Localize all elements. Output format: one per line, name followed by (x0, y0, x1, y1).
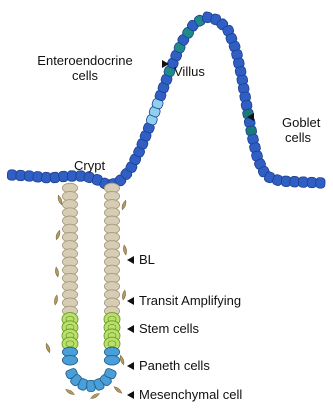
villus-cell (33, 171, 43, 182)
villus-cell (316, 177, 326, 188)
mesenchymal-cell-icon (65, 388, 75, 396)
paneth-cells-label: Paneth cells (139, 358, 210, 373)
mesenchymal-cell-icon (55, 267, 60, 277)
mesenchymal-cell-pointer-icon (127, 391, 134, 399)
villus-label: Villus (174, 64, 205, 79)
villus-cell (7, 170, 17, 181)
paneth-cell (62, 355, 77, 365)
mesenchymal-cell-icon (55, 230, 61, 240)
label-pointers (127, 60, 254, 399)
villus-cell (298, 177, 308, 188)
villus-cell (24, 171, 34, 182)
stem-cells-label: Stem cells (139, 321, 199, 336)
goblet-label: Goblet (282, 115, 321, 130)
mesenchymal-cell-icon (113, 386, 123, 395)
mesenchymal-cell-icon (123, 245, 128, 255)
mesenchymal-cell-icon (54, 295, 59, 305)
bl-label: BL (139, 252, 155, 267)
villus-cell (307, 177, 317, 188)
villus-cell (290, 176, 300, 187)
paneth-cell (104, 355, 119, 365)
transit-amplifying-label: Transit Amplifying (139, 293, 241, 308)
mesenchymal-cell-icon (122, 290, 127, 300)
villus-epithelium (7, 11, 325, 190)
crypt-epithelium (62, 183, 120, 391)
enteroendocrine-label-line2: cells (72, 68, 99, 83)
villus-cell (16, 170, 26, 181)
transit-amplifying-pointer-icon (127, 297, 134, 305)
mesenchymal-cell-icon (121, 200, 127, 210)
enteroendocrine-label: Enteroendocrine (37, 53, 132, 68)
mesenchymal-cell-label: Mesenchymal cell (139, 387, 242, 402)
villus-cell (281, 176, 291, 187)
paneth-cells-pointer-icon (127, 362, 134, 370)
bl-pointer-icon (127, 256, 134, 264)
goblet-label-line2: cells (285, 130, 312, 145)
mesenchymal-cell-icon (90, 392, 100, 400)
villus-cell (58, 171, 68, 182)
stem-cells-pointer-icon (127, 325, 134, 333)
mesenchymal-cell-icon (45, 343, 51, 353)
crypt-label: Crypt (74, 158, 105, 173)
